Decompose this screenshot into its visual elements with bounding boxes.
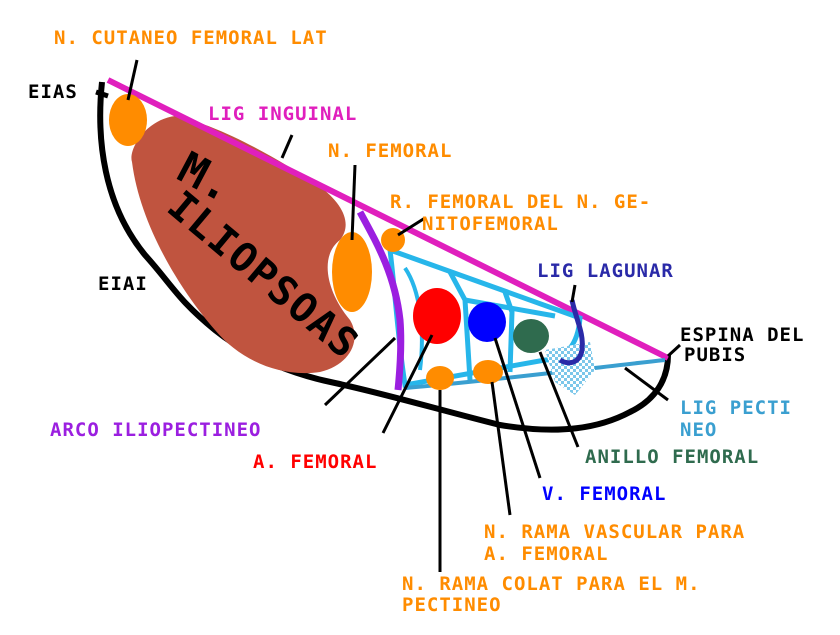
leader-v-femoral xyxy=(493,337,542,479)
label-eiai: EIAI xyxy=(98,273,148,295)
leader-cutaneo xyxy=(126,59,139,101)
label-rama-colat-1: N. RAMA COLAT PARA EL M. xyxy=(402,573,701,595)
leader-lig-lagunar xyxy=(570,284,577,303)
eias-hook xyxy=(95,89,109,99)
iliopsoas-muscle xyxy=(131,116,355,374)
label-arco-iliopectineo: ARCO ILIOPECTINEO xyxy=(50,419,261,441)
arco-iliopectineo-line xyxy=(356,210,405,391)
n-femoral-dot xyxy=(332,232,372,312)
leader-rama-vascular xyxy=(490,381,512,516)
leader-lines xyxy=(126,59,682,572)
label-v-femoral: V. FEMORAL xyxy=(542,483,666,505)
label-lig-inguinal: LIG INGUINAL xyxy=(208,103,357,125)
label-rama-colat-2: PECTINEO xyxy=(402,594,502,616)
label-a-femoral: A. FEMORAL xyxy=(253,451,377,473)
sheath-inner-top xyxy=(464,297,556,319)
leader-lig-pectineo xyxy=(624,366,669,402)
a-femoral-dot xyxy=(413,288,461,344)
v-femoral-dot xyxy=(468,302,506,342)
leader-a-femoral xyxy=(381,334,434,434)
lig-lagunar xyxy=(558,299,585,366)
region-outline xyxy=(97,81,671,433)
leader-r-femoral xyxy=(397,216,426,237)
label-lig-pectineo-2: NEO xyxy=(680,419,717,441)
label-lig-lagunar: LIG LAGUNAR xyxy=(537,260,674,282)
label-r-femoral-1: R. FEMORAL DEL N. GE- xyxy=(390,191,651,213)
label-r-femoral-2: NITOFEMORAL xyxy=(422,213,559,235)
anillo-femoral-dot xyxy=(513,319,549,353)
leader-lig-inguinal xyxy=(280,134,294,159)
label-espina-1: ESPINA DEL xyxy=(680,324,804,346)
leader-espina xyxy=(666,343,682,358)
label-eias: EIAS xyxy=(28,81,78,103)
leader-anillo xyxy=(538,351,580,448)
sheath-septum-2 xyxy=(502,291,515,373)
label-n-femoral: N. FEMORAL xyxy=(328,140,452,162)
leader-arco xyxy=(323,336,397,407)
label-rama-vascular-2: A. FEMORAL xyxy=(484,543,608,565)
label-rama-vascular-1: N. RAMA VASCULAR PARA xyxy=(484,521,745,543)
label-lig-pectineo-1: LIG PECTI xyxy=(680,397,792,419)
n-rama-colat-dot xyxy=(426,366,454,390)
n-rama-vascular-dot xyxy=(473,360,503,384)
label-anillo-femoral: ANILLO FEMORAL xyxy=(585,446,759,468)
label-n-cutaneo-femoral-lat: N. CUTANEO FEMORAL LAT xyxy=(54,27,328,49)
n-cutaneo-femoral-lat-dot xyxy=(109,94,147,146)
label-espina-2: PUBIS xyxy=(684,344,746,366)
leader-n-femoral xyxy=(350,164,357,241)
